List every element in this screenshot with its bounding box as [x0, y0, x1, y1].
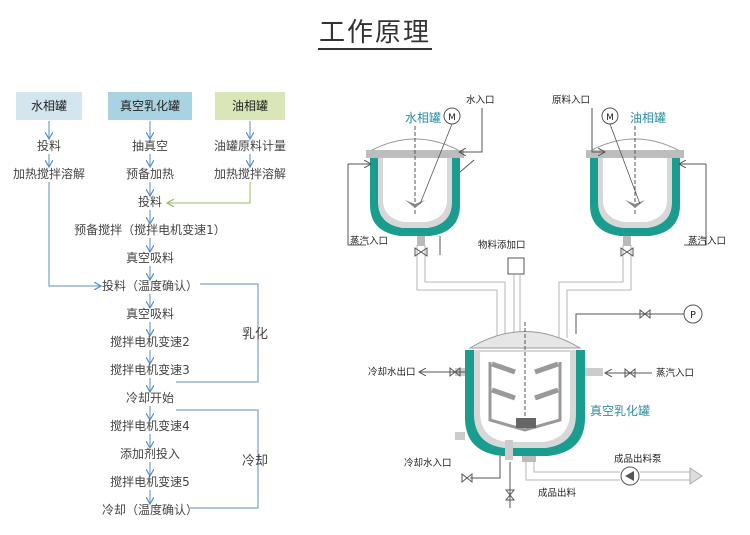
- oil-tank: M: [586, 107, 707, 257]
- main-step-1: 投料: [138, 194, 162, 209]
- main-step-2: 预备搅拌（搅拌电机变速1）: [74, 222, 226, 237]
- product-pump-label: 成品出料泵: [614, 453, 662, 465]
- main-step-7: 搅拌电机变速3: [110, 362, 190, 377]
- main-step-12: 冷却（温度确认）: [102, 502, 198, 517]
- main-step-6: 搅拌电机变速2: [110, 334, 190, 349]
- oil-step-2: 加热搅拌溶解: [214, 166, 286, 181]
- oil-steam-label: 蒸汽入口: [688, 235, 726, 247]
- water-motor-label: M: [448, 113, 456, 123]
- oil-tank-label: 油相罐: [630, 111, 666, 125]
- water-step-2: 加热搅拌溶解: [13, 166, 85, 181]
- output-arrow-icon: [689, 467, 703, 485]
- cool-out-label: 冷却水出口: [368, 366, 416, 378]
- water-steam-label: 蒸汽入口: [350, 235, 388, 247]
- vacuum-step-2: 预备加热: [126, 167, 174, 181]
- vacuum-step-1: 抽真空: [132, 139, 168, 153]
- oil-motor-label: M: [606, 113, 614, 123]
- water-tank: M: [347, 107, 483, 257]
- product-out-label: 成品出料: [538, 487, 577, 499]
- equipment-diagram: M 水相罐 水入口 蒸汽入口 M: [347, 94, 726, 508]
- main-step-10: 添加剂投入: [120, 446, 180, 461]
- bracket-cool-label: 冷却: [242, 454, 268, 469]
- header-oil: 油相罐: [232, 99, 268, 113]
- main-step-5: 真空吸料: [126, 307, 174, 321]
- main-step-3: 真空吸料: [126, 251, 174, 265]
- page-title: 工作原理: [318, 18, 431, 48]
- cool-in-label: 冷却水入口: [404, 457, 452, 469]
- main-step-9: 搅拌电机变速4: [110, 418, 190, 433]
- header-vacuum-box: [108, 92, 192, 120]
- water-step-1: 投料: [37, 138, 61, 153]
- vacuum-steam-label: 蒸汽入口: [656, 367, 694, 379]
- process-flowchart: 水相罐 真空乳化罐 油相罐: [13, 92, 286, 517]
- water-tank-label: 水相罐: [405, 111, 441, 125]
- vacuum-emulsifier-tank: [455, 322, 603, 462]
- title-underline: [318, 48, 432, 50]
- oil-step-1: 油罐原料计量: [214, 139, 286, 153]
- water-inlet-label: 水入口: [466, 94, 495, 106]
- header-water-box: [16, 92, 82, 120]
- header-vacuum: 真空乳化罐: [120, 99, 180, 113]
- transfer-pipes: [416, 245, 690, 481]
- bracket-emulsify-label: 乳化: [242, 327, 268, 342]
- pressure-gauge-label: P: [690, 310, 696, 321]
- material-add-box: [507, 257, 525, 275]
- main-step-11: 搅拌电机变速5: [110, 474, 190, 489]
- header-water: 水相罐: [31, 99, 67, 113]
- main-step-4: 投料（温度确认）: [102, 278, 198, 293]
- header-oil-box: [215, 92, 285, 120]
- oil-inlet-label: 原料入口: [552, 94, 590, 106]
- main-step-8: 冷却开始: [126, 391, 174, 405]
- vacuum-tank-label: 真空乳化罐: [590, 404, 650, 418]
- material-add-label: 物料添加口: [478, 239, 526, 251]
